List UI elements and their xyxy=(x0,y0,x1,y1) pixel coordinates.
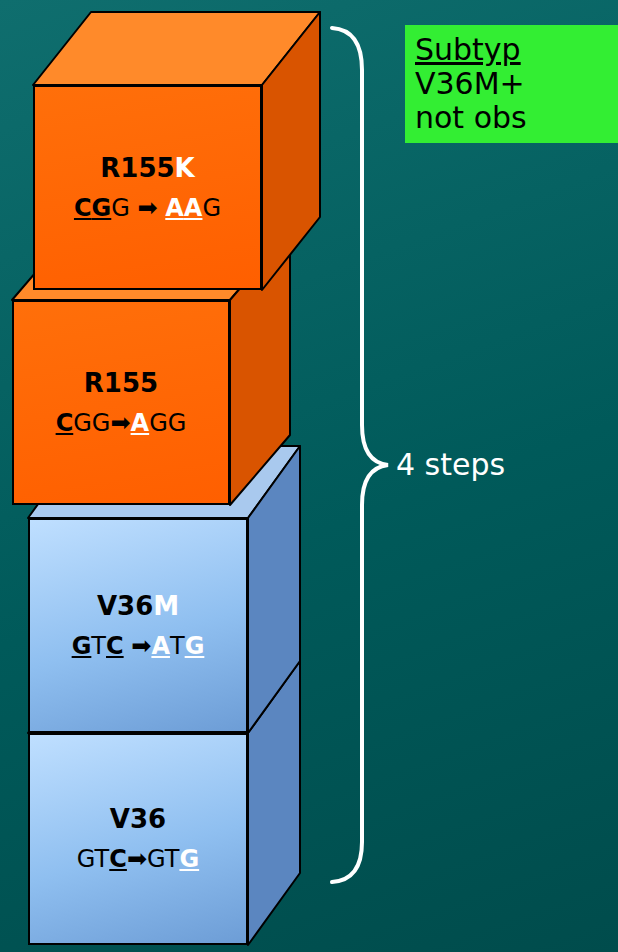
codon-letter: R xyxy=(100,153,120,183)
codon-letter: G xyxy=(168,409,187,437)
codon-change: GTC ➡ATG xyxy=(72,630,205,662)
cube-side xyxy=(248,446,300,733)
codon-letter: A xyxy=(184,194,203,222)
codon-letter: G xyxy=(202,194,221,222)
codon-letter: ➡ xyxy=(131,632,151,660)
codon-letter: G xyxy=(92,194,112,222)
codon-letter: A xyxy=(131,409,150,437)
mutation-name: V36 xyxy=(110,803,166,835)
codon-letter: 1 xyxy=(120,153,138,183)
blue-cube: V36MGTC ➡ATG xyxy=(28,518,248,733)
codon-change: CGG ➡ AAG xyxy=(74,192,221,224)
codon-letter: T xyxy=(170,632,185,660)
orange-cube: R155KCGG ➡ AAG xyxy=(33,85,262,290)
codon-letter: T xyxy=(91,632,106,660)
codon-letter: ➡ xyxy=(110,409,130,437)
codon-letter: G xyxy=(111,194,130,222)
codon-letter: C xyxy=(109,845,127,873)
step-count: 4 steps xyxy=(396,447,505,483)
codon-letter: G xyxy=(92,409,111,437)
codon-letter xyxy=(158,194,166,222)
note-body: V36M+ not obs xyxy=(415,67,540,135)
orange-cube: R155CGG➡AGG xyxy=(12,300,230,505)
codon-change: CGG➡AGG xyxy=(56,407,187,439)
curly-brace xyxy=(332,28,388,882)
codon-letter: T xyxy=(95,845,110,873)
codon-letter: A xyxy=(151,632,170,660)
codon-letter: 5 xyxy=(138,153,156,183)
codon-letter: C xyxy=(56,409,74,437)
blue-cube: V36GTC➡GTG xyxy=(28,733,248,945)
codon-letter xyxy=(130,194,138,222)
codon-letter: G xyxy=(72,632,92,660)
cube-side xyxy=(262,12,320,290)
codon-letter: 3 xyxy=(117,591,135,621)
codon-letter: G xyxy=(73,409,92,437)
codon-letter: ➡ xyxy=(127,845,147,873)
codon-letter: T xyxy=(165,845,180,873)
codon-letter: 6 xyxy=(135,591,153,621)
codon-letter: 5 xyxy=(156,153,174,183)
codon-letter: G xyxy=(179,845,199,873)
cube-faces xyxy=(12,12,320,945)
codon-letter: G xyxy=(185,632,205,660)
codon-letter: K xyxy=(175,153,195,183)
codon-letter: C xyxy=(74,194,92,222)
codon-letter: G xyxy=(77,845,95,873)
codon-letter: G xyxy=(147,845,165,873)
codon-letter xyxy=(124,632,132,660)
codon-letter: ➡ xyxy=(138,194,158,222)
mutation-name: V36M xyxy=(97,590,179,622)
codon-letter: C xyxy=(106,632,124,660)
mutation-name: R155 xyxy=(84,367,158,399)
codon-letter: M xyxy=(153,591,179,621)
mutation-name: R155K xyxy=(100,152,194,184)
codon-letter: V xyxy=(97,591,117,621)
codon-change: GTC➡GTG xyxy=(77,843,199,875)
codon-letter: G xyxy=(149,409,168,437)
note-heading: Subtyp xyxy=(415,33,540,67)
note-box: SubtypV36M+ not obs xyxy=(405,25,618,143)
codon-letter: A xyxy=(165,194,184,222)
